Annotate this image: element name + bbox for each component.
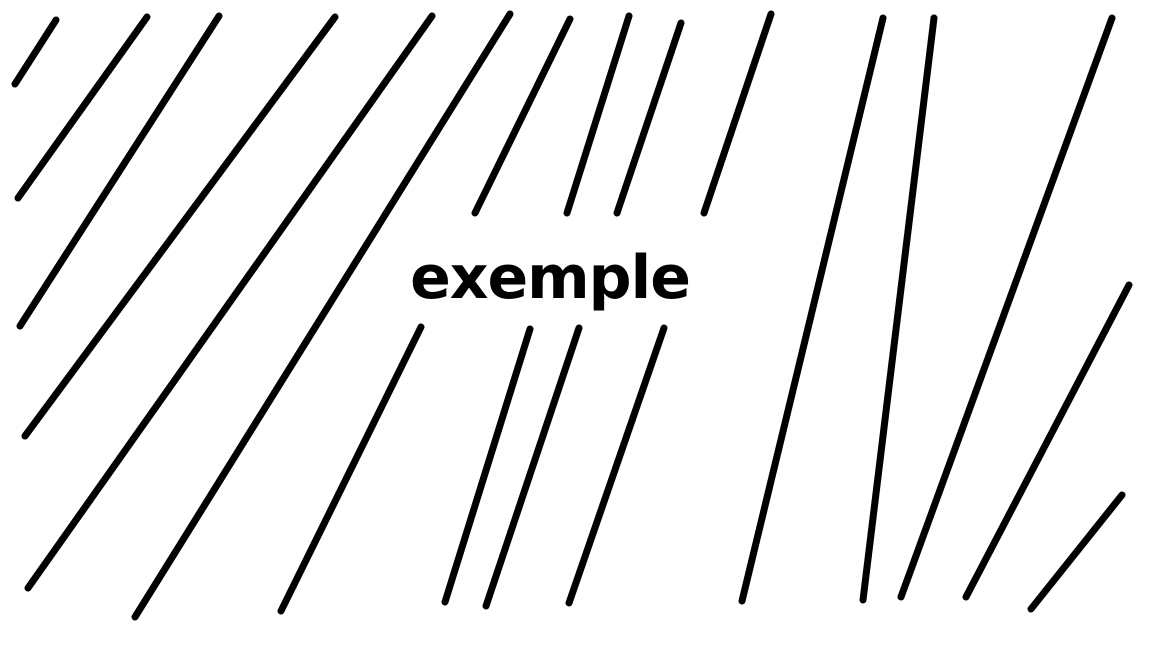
diagonal-line — [14, 13, 151, 202]
diagonal-line — [897, 14, 1116, 601]
diagonal-line — [563, 12, 633, 217]
diagonal-line — [277, 323, 425, 615]
diagonal-line — [565, 324, 668, 607]
caption-text: exemple — [410, 243, 691, 313]
diagonal-line — [613, 19, 685, 217]
diagonal-line — [1027, 491, 1126, 613]
diagonal-line — [738, 14, 887, 605]
diagonal-line — [859, 14, 938, 604]
diagonal-line — [471, 15, 574, 217]
diagonal-line — [24, 12, 436, 592]
diagonal-line — [131, 10, 514, 621]
diagonal-line — [21, 13, 339, 440]
diagonal-line — [700, 10, 775, 217]
diagonal-line — [16, 12, 223, 330]
diagonal-line — [482, 324, 583, 610]
diagonal-line — [11, 16, 60, 88]
diagonal-line — [441, 325, 534, 606]
diagonal-line — [962, 281, 1133, 601]
